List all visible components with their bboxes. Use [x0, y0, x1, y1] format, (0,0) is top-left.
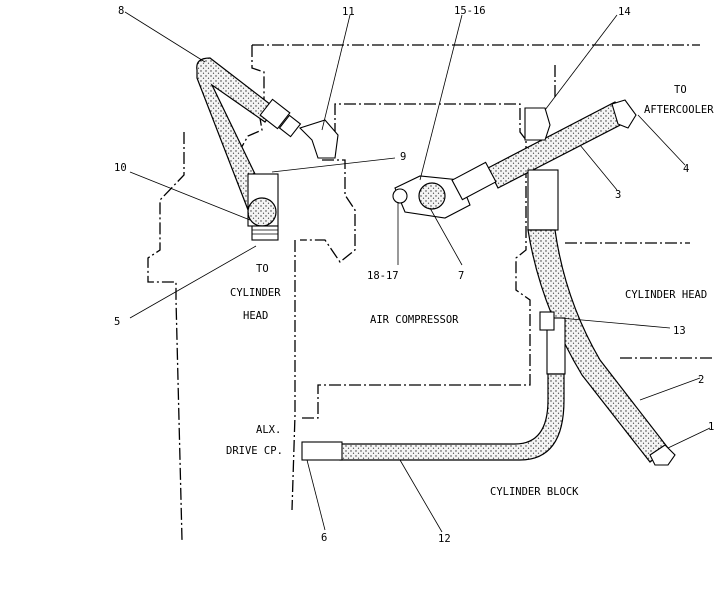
leader-3 — [579, 144, 618, 191]
hose-12-lower-fitting-6 — [301, 441, 343, 461]
fitting-14-body — [524, 107, 551, 141]
label-aux-drive-line2: DRIVE CP. — [226, 445, 283, 457]
label-to-cylinder-head-line3: HEAD — [243, 310, 268, 322]
elbow-11 — [298, 119, 339, 159]
leader-13 — [559, 317, 671, 329]
leader-2 — [639, 377, 701, 401]
tee-fitting-9 — [247, 173, 279, 241]
engine-outlines — [147, 44, 712, 541]
hose-3-body — [487, 101, 631, 189]
callout-13: 13 — [673, 325, 686, 337]
tee-threaded-end — [251, 225, 279, 241]
hose-3-fitting — [451, 161, 497, 201]
hose-2-end-fitting-1 — [649, 444, 676, 466]
hose-8-elbow — [247, 197, 277, 227]
leader-12 — [399, 459, 443, 533]
callout-5: 5 — [114, 316, 120, 328]
fitting-7-bolt — [392, 188, 408, 204]
leader-11 — [321, 14, 351, 131]
leader-14 — [544, 14, 618, 111]
fitting-14 — [524, 107, 551, 141]
center-vertical-outline — [291, 240, 296, 511]
leader-10 — [129, 171, 251, 221]
fitting-7-port — [418, 182, 446, 210]
callout-4: 4 — [683, 163, 689, 175]
hose-12 — [301, 317, 566, 461]
callout-8: 8 — [118, 5, 124, 17]
label-to-aftercooler-line1: TO — [674, 84, 687, 96]
leader-5 — [129, 245, 257, 319]
callout-9: 9 — [400, 151, 406, 163]
leader-9 — [271, 157, 396, 173]
leader-1 — [667, 427, 711, 449]
elbow-11-body — [298, 119, 339, 159]
callout-10: 10 — [114, 162, 127, 174]
label-cylinder-head: CYLINDER HEAD — [625, 289, 707, 301]
callout-2: 2 — [698, 374, 704, 386]
compressor-inner-outline — [300, 159, 356, 263]
label-cylinder-block: CYLINDER BLOCK — [490, 486, 579, 498]
hose-8-nut — [278, 114, 302, 138]
label-to-aftercooler-line2: AFTERCOOLER — [644, 104, 714, 116]
hose-2 — [527, 169, 676, 466]
callout-12: 12 — [438, 533, 451, 545]
callout-11: 11 — [342, 6, 355, 18]
callout-15-16: 15-16 — [454, 5, 486, 17]
hose-8-fitting — [259, 98, 291, 130]
callout-3: 3 — [615, 189, 621, 201]
callout-14: 14 — [618, 6, 631, 18]
callout-6: 6 — [321, 532, 327, 544]
label-to-cylinder-head-line2: CYLINDER — [230, 287, 281, 299]
leader-15-16 — [419, 14, 463, 181]
hose-3-end-fitting-4 — [611, 99, 637, 129]
callouts: 8 11 15-16 14 9 10 5 18-17 7 3 4 13 2 1 … — [114, 5, 714, 545]
hose-3 — [451, 99, 637, 201]
label-air-compressor: AIR COMPRESSOR — [370, 314, 459, 326]
air-compressor-outline — [300, 103, 531, 419]
leader-8 — [124, 11, 206, 63]
label-to-cylinder-head-line1: TO — [256, 263, 269, 275]
hose-12-body — [339, 373, 565, 461]
leader-lines — [124, 11, 711, 533]
fitting-7 — [392, 175, 471, 219]
label-aux-drive-line1: ALX. — [256, 424, 281, 436]
leader-4 — [637, 114, 686, 166]
leader-6 — [306, 459, 326, 531]
callout-18-17: 18-17 — [367, 270, 399, 282]
elbow-13 — [539, 311, 555, 331]
callout-1: 1 — [708, 421, 714, 433]
callout-7: 7 — [458, 270, 464, 282]
left-engine-outline — [147, 132, 185, 541]
labels: TO AFTERCOOLER TO CYLINDER HEAD AIR COMP… — [226, 84, 714, 498]
leader-7 — [429, 207, 463, 266]
hose-2-top-fitting — [527, 169, 559, 231]
